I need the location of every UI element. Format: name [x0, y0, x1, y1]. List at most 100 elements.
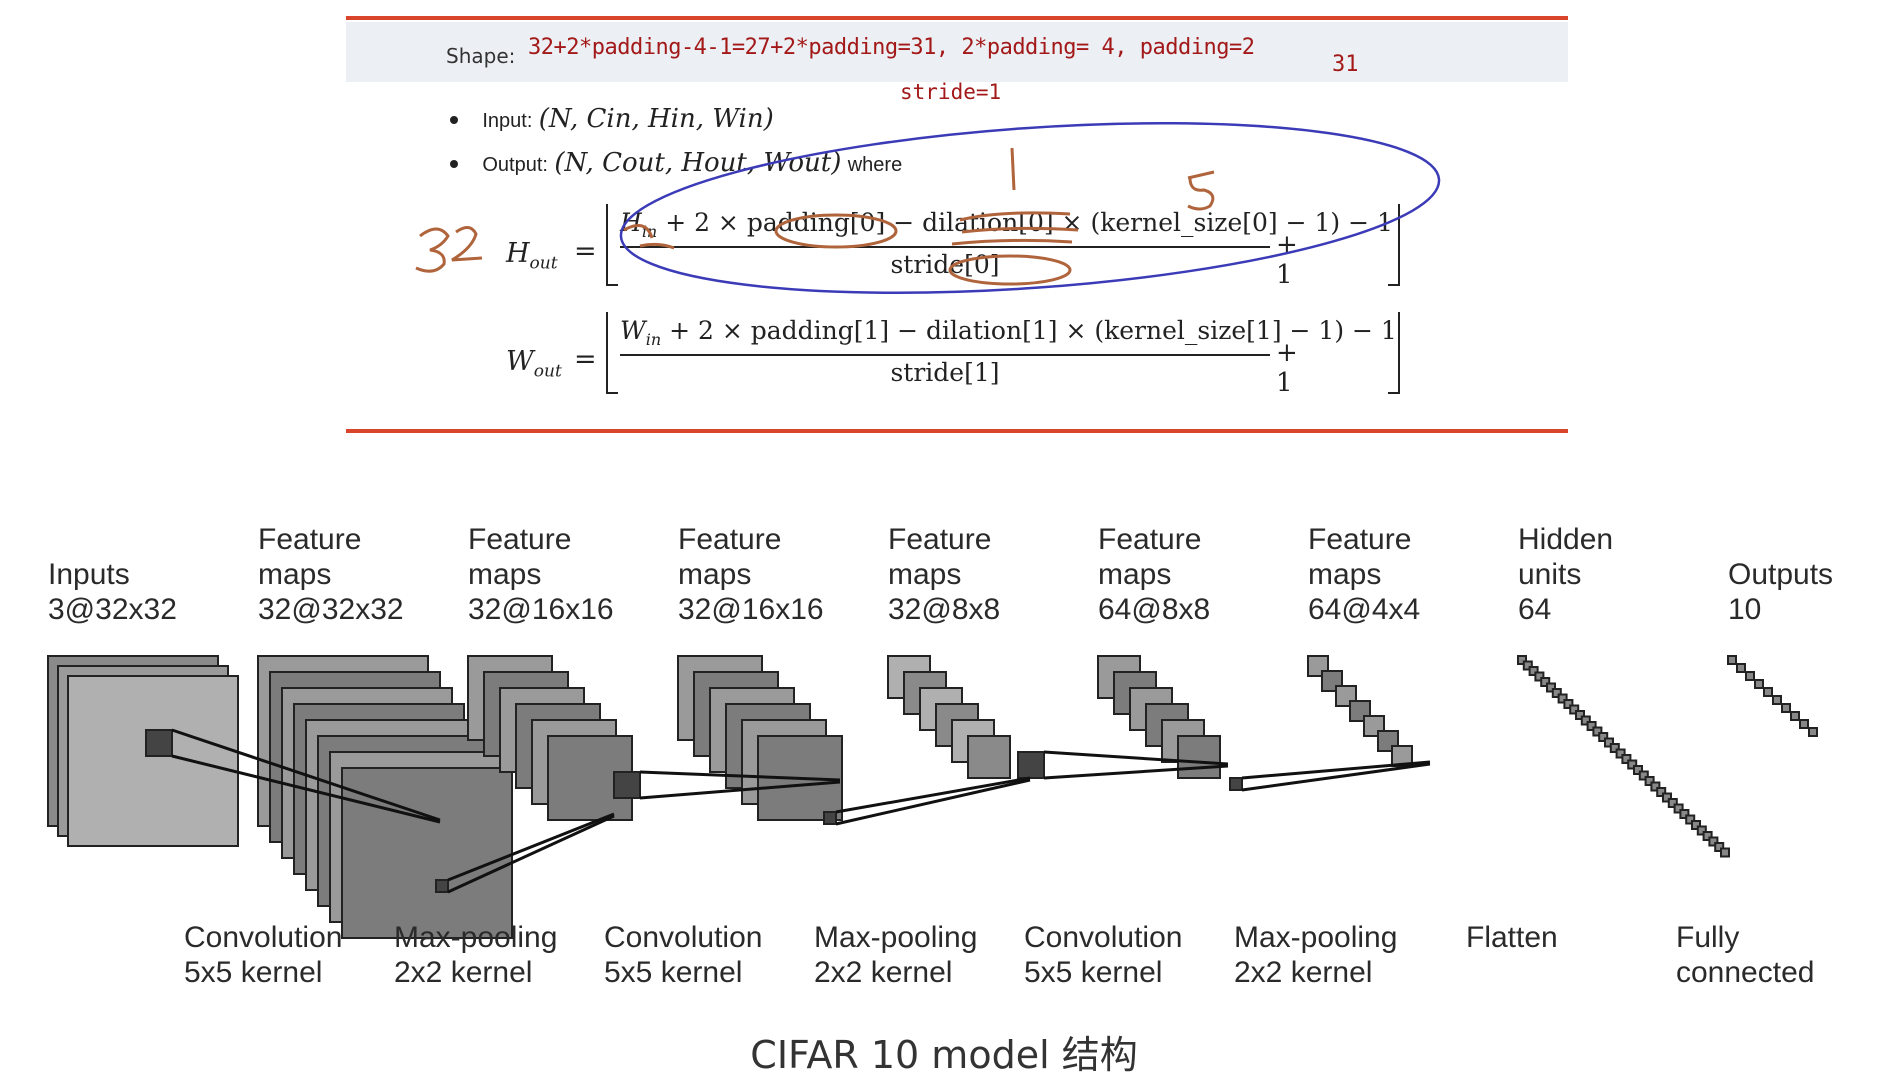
layer-label-line: maps: [888, 558, 962, 591]
bullet-input: Input: (N, Cin, Hin, Win): [450, 104, 902, 148]
hidden-unit: [1621, 754, 1632, 764]
kernel-connection: [1241, 760, 1431, 780]
input-map: [67, 675, 239, 847]
layer-label-line: Feature: [468, 523, 572, 556]
hidden-unit: [1662, 792, 1672, 803]
operation-label-line: 5x5 kernel: [604, 956, 743, 989]
blue-circle-annotation: [619, 121, 1441, 295]
equals-sign: =: [574, 236, 597, 267]
output-unit: [1781, 703, 1791, 713]
pen-annotations: [415, 121, 1441, 295]
operation-label-line: 5x5 kernel: [1024, 956, 1163, 989]
operation-label-line: Max-pooling: [394, 921, 558, 954]
kernel-connection: [171, 728, 441, 822]
floor-bracket-left: [606, 312, 618, 394]
stride-note: stride=1: [900, 80, 1002, 104]
stride-circle-annotation: [948, 254, 1072, 286]
kernel-connection: [447, 814, 615, 894]
hidden-unit: [1563, 699, 1574, 709]
layer-label-line: maps: [258, 558, 332, 591]
shape-annotation: 32+2*padding-4-1=27+2*padding=31, 2*padd…: [528, 35, 1255, 60]
operation-label-line: 2x2 kernel: [1234, 956, 1373, 989]
fraction-line: [620, 354, 1270, 356]
operation-label-line: Convolution: [604, 921, 763, 954]
handwritten-1-mark: [1010, 147, 1016, 191]
hidden-unit: [1702, 831, 1713, 841]
layer-label-line: Feature: [678, 523, 782, 556]
hidden-unit: [1627, 759, 1638, 770]
kernel-connection: [447, 812, 615, 882]
kernel-connection: [639, 770, 841, 782]
operation-label-line: Fully: [1676, 921, 1740, 954]
hidden-unit: [1569, 704, 1580, 715]
hidden-unit: [1679, 809, 1690, 819]
output-unit: [1790, 711, 1800, 721]
kernel-connection: [835, 778, 1031, 826]
handwritten-5-mark: [1187, 170, 1215, 211]
w-denominator: stride[1]: [890, 358, 1000, 387]
kernel-window: [1229, 777, 1243, 791]
operation-label-line: Max-pooling: [1234, 921, 1398, 954]
hidden-unit: [1691, 820, 1701, 830]
operation-label-line: connected: [1676, 956, 1815, 989]
handwritten-32-mark: [415, 227, 450, 273]
shape-bar: Shape: 32+2*padding-4-1=27+2*padding=31,…: [346, 22, 1568, 82]
hin-scribble: [623, 224, 675, 250]
h-out-symbol: Hout: [506, 238, 558, 274]
hidden-unit: [1604, 737, 1614, 748]
fraction-line: [620, 246, 1270, 248]
layer-label-line: 32@16x16: [468, 593, 614, 626]
layer-label-line: Outputs: [1728, 558, 1834, 591]
equals-sign: =: [574, 344, 597, 375]
w-out-symbol: Wout: [506, 346, 562, 382]
w-numerator-text: + 2 × padding[1] − dilation[1] × (kernel…: [669, 316, 1397, 345]
layer-label-line: Feature: [888, 523, 992, 556]
output-unit: [1799, 719, 1809, 729]
feature-map: [341, 767, 513, 939]
kernel-window: [1017, 751, 1045, 779]
operation-label-line: 5x5 kernel: [184, 956, 323, 989]
floor-bracket-right: [1388, 204, 1400, 286]
hidden-unit: [1673, 803, 1684, 814]
hidden-unit: [1575, 710, 1585, 720]
w-numerator: Win + 2 × padding[1] − dilation[1] × (ke…: [620, 316, 1397, 349]
hidden-unit: [1586, 721, 1597, 731]
output-unit: [1754, 679, 1764, 689]
layer-label-line: 32@16x16: [678, 593, 824, 626]
output-unit: [1763, 687, 1773, 697]
layer-label-line: Hidden: [1518, 523, 1614, 556]
hidden-unit: [1534, 671, 1545, 682]
kernel-connection: [1043, 750, 1229, 766]
input-label: Input:: [482, 110, 533, 132]
padding-circle-annotation: [774, 213, 898, 249]
shape-note: 31: [1332, 52, 1359, 77]
hidden-unit: [1696, 825, 1707, 836]
hidden-unit: [1546, 682, 1556, 693]
operation-label-line: 2x2 kernel: [814, 956, 953, 989]
operation-label-line: 2x2 kernel: [394, 956, 533, 989]
bullet-dot: [450, 160, 458, 168]
kernel-window: [435, 879, 449, 893]
layer-label-line: 64@4x4: [1308, 593, 1421, 626]
hidden-unit: [1540, 677, 1551, 687]
hidden-unit: [1557, 693, 1568, 704]
hidden-unit: [1592, 726, 1603, 737]
input-math: (N, Cin, Hin, Win): [538, 104, 774, 134]
plus-one: + 1: [1276, 338, 1298, 398]
hidden-unit: [1528, 666, 1539, 676]
layer-label-line: maps: [678, 558, 752, 591]
kernel-connection: [835, 776, 1031, 814]
output-unit: [1772, 695, 1782, 705]
output-unit: [1736, 663, 1746, 673]
layer-label-line: units: [1518, 558, 1582, 591]
